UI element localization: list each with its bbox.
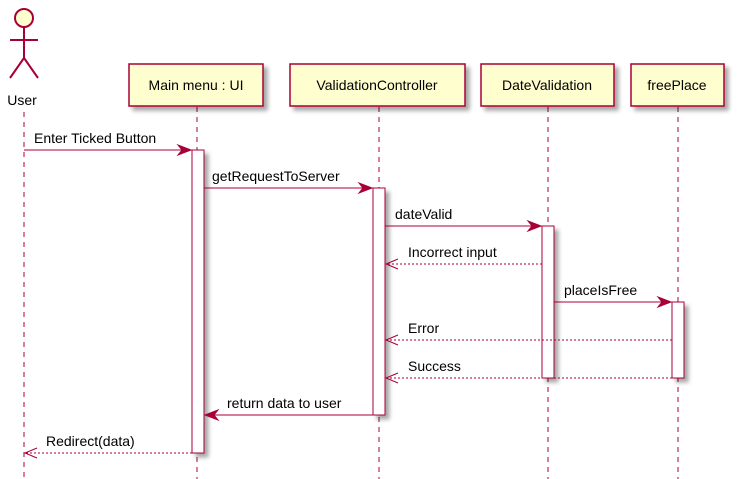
message-2-arrowhead bbox=[357, 181, 374, 195]
participant-ui-label: Main menu : UI bbox=[149, 77, 244, 93]
message-6-label: Error bbox=[408, 320, 439, 336]
message-8-arrowhead bbox=[203, 408, 220, 422]
message-5-label: placeIsFree bbox=[564, 282, 637, 298]
participant-vc-label: ValidationController bbox=[316, 77, 437, 93]
message-8-label: return data to user bbox=[227, 395, 342, 411]
message-1-label: Enter Ticked Button bbox=[34, 130, 156, 146]
participant-fp-box bbox=[630, 63, 725, 107]
message-4-arrowhead bbox=[384, 258, 399, 270]
activation-dv bbox=[541, 225, 555, 379]
activation-vc bbox=[372, 187, 386, 416]
user-actor-head bbox=[14, 8, 34, 28]
participant-fp-label: freePlace bbox=[647, 77, 706, 93]
message-9-arrowhead bbox=[23, 447, 38, 459]
message-2-label: getRequestToServer bbox=[212, 168, 340, 184]
message-1-arrowhead bbox=[176, 143, 193, 157]
participant-dv-box bbox=[480, 63, 615, 107]
message-3-arrowhead bbox=[526, 219, 543, 233]
message-7-arrowhead bbox=[384, 372, 399, 384]
message-5-arrowhead bbox=[656, 295, 673, 309]
message-9-label: Redirect(data) bbox=[46, 433, 135, 449]
message-7-label: Success bbox=[408, 358, 461, 374]
message-4-label: Incorrect input bbox=[408, 244, 497, 260]
messages bbox=[23, 143, 673, 459]
message-6-arrowhead bbox=[384, 334, 399, 346]
participant-dv-label: DateValidation bbox=[502, 77, 592, 93]
user-actor-label: User bbox=[7, 92, 37, 108]
message-3-label: dateValid bbox=[395, 206, 452, 222]
activation-ui bbox=[191, 149, 205, 454]
activation-fp bbox=[671, 301, 685, 379]
participant-vc-box bbox=[289, 63, 466, 107]
user-actor bbox=[9, 8, 39, 79]
participant-ui-box bbox=[128, 63, 264, 107]
